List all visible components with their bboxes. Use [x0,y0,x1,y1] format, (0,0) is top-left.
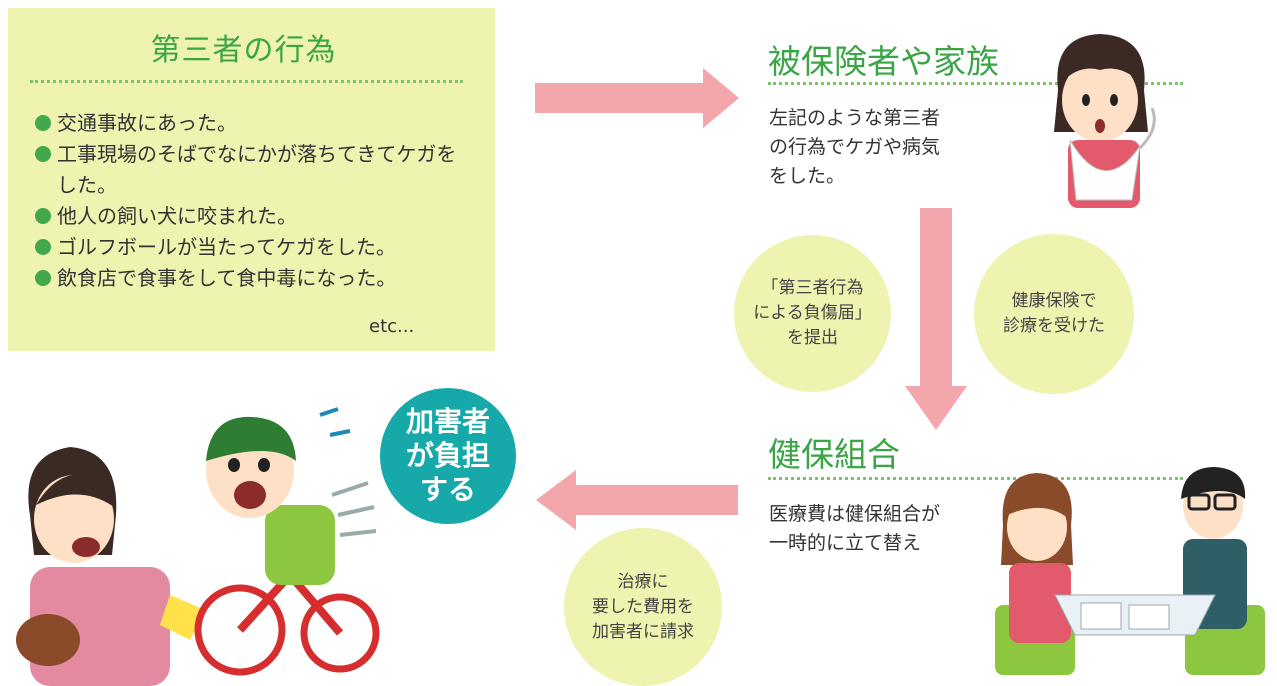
text-line: が負担 [405,439,490,472]
text-line: 要した費用を [592,596,694,617]
list-item: 飲食店で食事をして食中毒になった。 [35,263,485,294]
text-line: 診療を受けた [1003,316,1105,336]
text-line: による負傷届」 [753,303,872,323]
list-item: 交通事故にあった。 [35,108,485,139]
insured-divider [768,82,1183,85]
report-circle: 「第三者行為 による負傷届」 を提出 [734,235,891,392]
text-line: 治療に [617,571,669,592]
text-line: 「第三者行為 [761,278,864,298]
claim-circle: 治療に 要した費用を 加害者に請求 [564,528,722,686]
insured-title: 被保険者や家族 [768,42,999,81]
union-text: 医療費は健保組合が 一時的に立て替え [769,500,940,558]
text-line: する [419,473,476,506]
list-item: 工事現場のそばでなにかが落ちてきてケガをした。 [35,139,485,201]
text-line: 左記のような第三者 [769,107,941,129]
text-line: 医療費は健保組合が [769,503,941,525]
third-party-divider [30,80,463,83]
text-line: をした。 [769,165,846,187]
insured-text: 左記のような第三者 の行為でケガや病気 をした。 [769,104,940,191]
third-party-etc: etc... [369,316,415,337]
union-divider [768,477,1183,480]
text-line: 加害者 [405,405,490,438]
perpetrator-pays-badge: 加害者 が負担 する [380,388,516,524]
arrow-down-icon [905,208,967,430]
third-party-title: 第三者の行為 [150,33,337,68]
consultation-illustration [995,467,1265,675]
treatment-circle: 健康保険で 診療を受けた [974,234,1134,394]
bicycle-accident-illustration [16,407,380,686]
text-line: の行為でケガや病気 [769,136,941,158]
text-line: 健康保険で [1011,291,1097,311]
union-title: 健保組合 [768,435,900,474]
injured-woman-illustration [1054,34,1156,208]
text-line: 加害者に請求 [592,621,694,642]
arrow-left-icon [536,470,738,530]
list-item: 他人の飼い犬に咬まれた。 [35,201,485,232]
third-party-list: 交通事故にあった。 工事現場のそばでなにかが落ちてきてケガをした。 他人の飼い犬… [35,108,485,294]
text-line: 一時的に立て替え [769,532,922,554]
list-item: ゴルフボールが当たってケガをした。 [35,232,485,263]
arrow-right-icon [535,68,739,128]
third-party-box [8,8,495,351]
text-line: を提出 [787,328,838,348]
